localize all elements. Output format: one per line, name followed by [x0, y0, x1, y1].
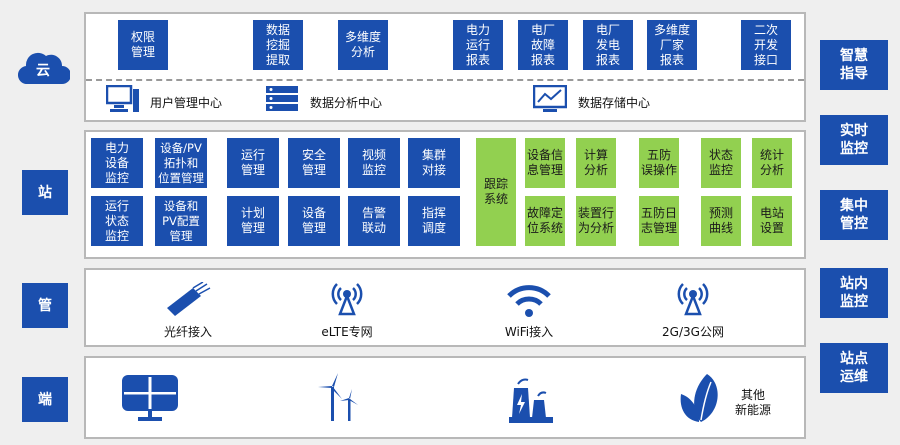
station-green-box[interactable]: 五防日 志管理 [639, 196, 679, 246]
station-green-box[interactable]: 故障定 位系统 [525, 196, 565, 246]
station-green-box[interactable]: 装置行 为分析 [576, 196, 616, 246]
station-function-box[interactable]: 运行 管理 [227, 138, 279, 188]
pipe-panel [84, 268, 806, 347]
fiber-optic-icon [167, 282, 211, 316]
cloud-function-box[interactable]: 电厂 发电 报表 [583, 20, 633, 70]
station-function-box[interactable]: 视频 监控 [348, 138, 400, 188]
cloud-function-box[interactable]: 电力 运行 报表 [453, 20, 503, 70]
station-green-box[interactable]: 设备信 息管理 [525, 138, 565, 188]
station-green-box[interactable]: 电站 设置 [752, 196, 792, 246]
right-label-1[interactable]: 实时 监控 [820, 115, 888, 165]
station-function-box[interactable]: 告警 联动 [348, 196, 400, 246]
pipe-2g3g-label: 2G/3G公网 [662, 325, 724, 339]
station-green-box[interactable]: 统计 分析 [752, 138, 792, 188]
station-function-box[interactable]: 指挥 调度 [408, 196, 460, 246]
center-data-analysis: 数据分析中心 [310, 96, 383, 110]
station-function-box[interactable]: 设备/PV 拓扑和 位置管理 [155, 138, 207, 188]
station-function-box[interactable]: 集群 对接 [408, 138, 460, 188]
cloud-function-box[interactable]: 多维度 厂家 报表 [647, 20, 697, 70]
station-function-box[interactable]: 安全 管理 [288, 138, 340, 188]
station-green-box[interactable]: 预测 曲线 [701, 196, 741, 246]
layer-label-station: 站 [22, 170, 68, 215]
wind-turbine-icon [318, 373, 358, 421]
server-icon [266, 86, 298, 111]
layer-label-cloud: 云 [36, 63, 50, 79]
monitor-chart-icon [533, 85, 567, 112]
antenna-tower-icon-2g3g [677, 283, 709, 316]
cloud-function-box[interactable]: 二次 开发 接口 [741, 20, 791, 70]
station-function-box[interactable]: 设备 管理 [288, 196, 340, 246]
station-function-box[interactable]: 设备和 PV配置 管理 [155, 196, 207, 246]
station-green-box[interactable]: 计算 分析 [576, 138, 616, 188]
terminal-other-label: 其他 新能源 [735, 388, 772, 417]
layer-label-pipe: 管 [22, 283, 68, 328]
pipe-wifi-label: WiFi接入 [504, 325, 554, 339]
layer-label-terminal: 端 [22, 377, 68, 422]
cloud-function-box[interactable]: 权限 管理 [118, 20, 168, 70]
right-label-3[interactable]: 站内 监控 [820, 268, 888, 318]
solar-panel-icon [122, 375, 178, 421]
wifi-icon [507, 285, 551, 317]
power-plant-icon [509, 378, 553, 423]
station-function-box[interactable]: 运行 状态 监控 [91, 196, 143, 246]
station-function-box[interactable]: 计划 管理 [227, 196, 279, 246]
station-function-box[interactable]: 电力 设备 监控 [91, 138, 143, 188]
station-green-box[interactable]: 五防 误操作 [639, 138, 679, 188]
center-user-management: 用户管理中心 [150, 96, 223, 110]
right-label-4[interactable]: 站点 运维 [820, 343, 888, 393]
right-label-2[interactable]: 集中 管控 [820, 190, 888, 240]
station-tracking-box[interactable]: 跟踪 系统 [476, 138, 516, 246]
computer-icon [106, 85, 139, 112]
right-label-0[interactable]: 智慧 指导 [820, 40, 888, 90]
station-green-box[interactable]: 状态 监控 [701, 138, 741, 188]
divider [86, 79, 804, 81]
pipe-elte-label: eLTE专网 [321, 325, 373, 339]
cloud-function-box[interactable]: 电厂 故障 报表 [518, 20, 568, 70]
cloud-function-box[interactable]: 多维度 分析 [338, 20, 388, 70]
cloud-function-box[interactable]: 数据 挖掘 提取 [253, 20, 303, 70]
leaf-icon [680, 374, 718, 422]
cloud-icon [18, 52, 70, 85]
pipe-fiber-label: 光纤接入 [163, 325, 212, 339]
center-data-storage: 数据存储中心 [578, 96, 651, 110]
antenna-tower-icon [331, 283, 363, 316]
